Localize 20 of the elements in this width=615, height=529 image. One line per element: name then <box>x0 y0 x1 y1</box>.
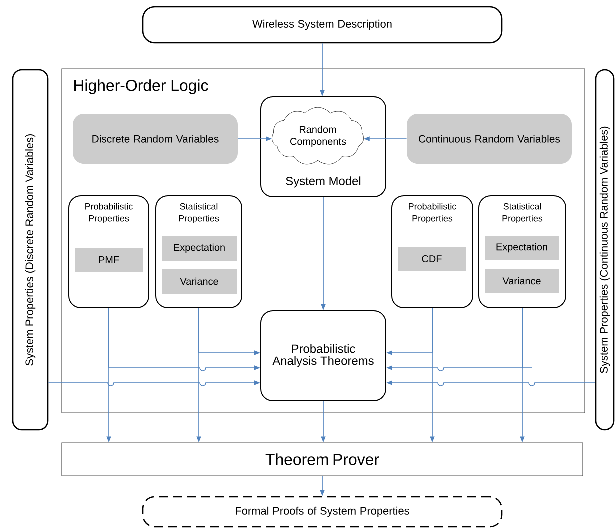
property-item: Variance <box>485 269 559 293</box>
property-item: CDF <box>398 247 466 271</box>
box-heading: Probabilistic Properties <box>86 203 133 224</box>
property-item: PMF <box>75 248 143 272</box>
property-item: Expectation <box>162 236 237 261</box>
variables-box: Continuous Random Variables <box>407 114 572 164</box>
properties-band: System Properties (Continuous Random Variables) <box>595 69 615 431</box>
box-heading: Statistical Properties <box>179 203 220 224</box>
box-heading: Statistical Properties <box>502 203 543 224</box>
properties-band: System Properties (Discrete Random Variables) <box>12 69 49 431</box>
start-terminal: Wireless System Description <box>142 6 503 44</box>
property-item: Variance <box>162 269 237 294</box>
output-terminal: Formal Proofs of System Properties <box>142 496 503 528</box>
property-item: Expectation <box>485 236 559 260</box>
prover-box: Theorem Prover <box>62 442 584 476</box>
theorems-box: Probabilistic Analysis Theorems <box>260 310 386 402</box>
box-heading: System Model <box>286 176 361 188</box>
variables-box: Discrete Random Variables <box>73 114 238 164</box>
frame-heading: Higher-Order Logic <box>74 80 208 94</box>
box-heading: Probabilistic Properties <box>409 203 456 224</box>
